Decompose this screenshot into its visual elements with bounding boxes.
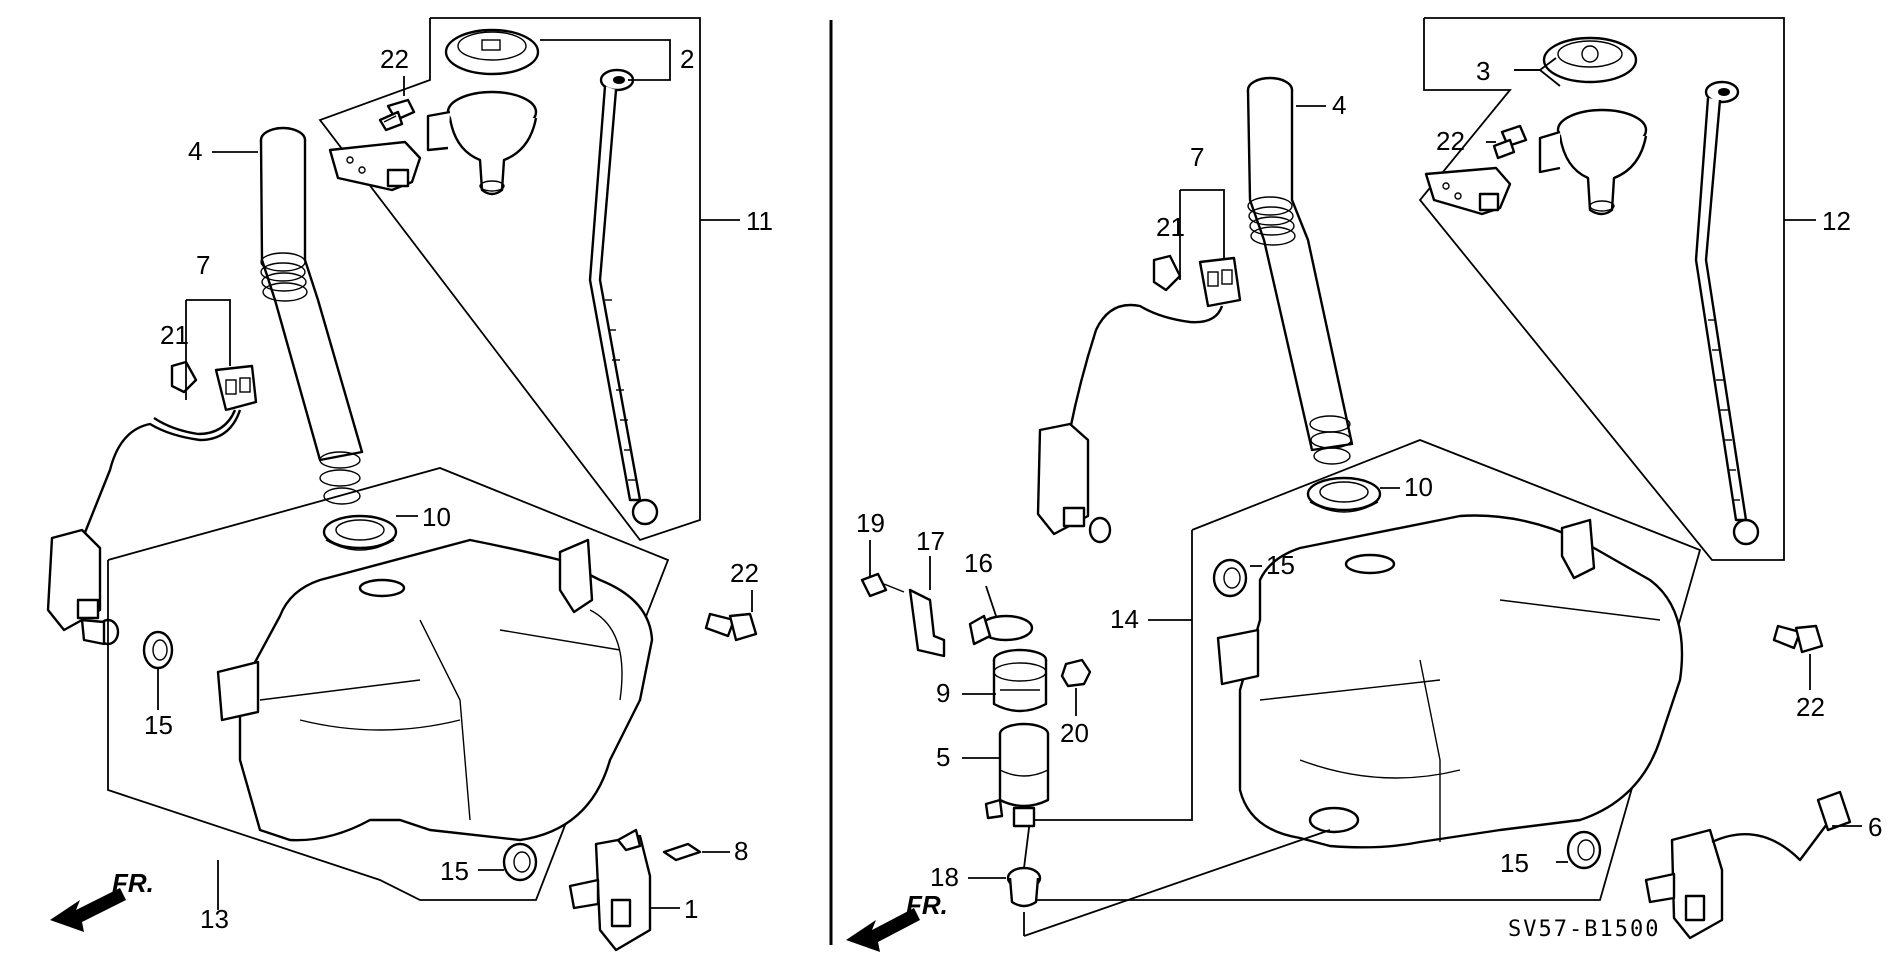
left-label-15-left: 15 — [144, 710, 173, 740]
right-bolt-19 — [860, 572, 905, 598]
left-cap — [444, 28, 540, 76]
right-label-18: 18 — [930, 862, 959, 892]
right-label-17: 17 — [916, 526, 945, 556]
right-clamp-16 — [968, 614, 1034, 646]
left-label-11: 11 — [746, 206, 773, 236]
right-bracket-plate — [1424, 166, 1512, 216]
left-dipstick — [588, 68, 659, 526]
left-label-15-bottom: 15 — [440, 856, 469, 886]
right-label-9: 9 — [936, 678, 950, 708]
left-label-7: 7 — [196, 250, 210, 280]
right-fr-arrow-icon: FR. — [846, 890, 948, 952]
right-filter-9 — [992, 648, 1048, 713]
right-grommet-18 — [1006, 866, 1042, 908]
right-label-22-top: 22 — [1436, 126, 1465, 156]
left-label-2: 2 — [680, 44, 694, 74]
left-fr-arrow-icon: FR. — [50, 868, 154, 932]
left-filler-pipe — [259, 126, 364, 505]
left-label-10: 10 — [422, 502, 451, 532]
right-bracket-17 — [908, 588, 946, 658]
right-bolt-right — [1772, 624, 1824, 654]
right-pump-side — [1036, 422, 1112, 544]
right-nut-20 — [1060, 658, 1092, 688]
right-label-10: 10 — [1404, 472, 1433, 502]
left-label-8: 8 — [734, 836, 748, 866]
left-label-22-top: 22 — [380, 44, 409, 74]
right-reservoir-tank — [1216, 514, 1684, 849]
right-label-22-right: 22 — [1796, 692, 1825, 722]
left-fr-label: FR. — [112, 868, 154, 898]
left-filler-funnel — [426, 90, 538, 196]
right-fr-label: FR. — [906, 890, 948, 920]
right-label-3: 3 — [1476, 56, 1490, 86]
right-label-19: 19 — [856, 508, 885, 538]
right-connector — [1152, 254, 1242, 308]
left-connector — [170, 360, 258, 412]
left-grommet-15b — [502, 842, 538, 882]
right-assembly: FR. SV57-B1500 3 4 22 12 7 21 10 — [846, 17, 1882, 952]
right-dipstick — [1694, 80, 1760, 546]
left-label-13: 13 — [200, 904, 229, 934]
right-label-15-lower: 15 — [1500, 848, 1529, 878]
right-label-16: 16 — [964, 548, 993, 578]
left-bracket-plate — [328, 140, 422, 192]
left-reservoir-tank — [216, 538, 654, 842]
right-label-12: 12 — [1822, 206, 1851, 236]
right-grommet-15b — [1566, 830, 1602, 870]
right-label-6: 6 — [1868, 812, 1882, 842]
left-clip-8 — [662, 842, 702, 862]
left-grommet-10 — [322, 514, 398, 551]
right-label-15-upper: 15 — [1266, 550, 1295, 580]
left-label-21: 21 — [160, 320, 189, 350]
right-label-20: 20 — [1060, 718, 1089, 748]
right-filler-pipe — [1246, 76, 1354, 465]
right-label-4: 4 — [1332, 90, 1346, 120]
right-cap — [1542, 36, 1638, 84]
right-label-7: 7 — [1190, 142, 1204, 172]
left-pump-1 — [568, 828, 652, 952]
right-grommet-15a — [1212, 558, 1248, 598]
right-motor-5 — [984, 722, 1050, 828]
right-grommet-10 — [1306, 476, 1382, 513]
right-pump-6 — [1644, 790, 1852, 940]
left-label-22-right: 22 — [730, 558, 759, 588]
right-filler-funnel — [1538, 108, 1648, 216]
right-label-14: 14 — [1110, 604, 1139, 634]
right-bolt-top — [1492, 124, 1528, 160]
left-assembly: FR. 4 22 2 11 7 21 10 22 15 15 8 1 13 — [46, 17, 773, 952]
left-grommet-15a — [142, 630, 174, 670]
left-bolt-right — [704, 612, 758, 642]
right-label-21: 21 — [1156, 212, 1185, 242]
right-label-5: 5 — [936, 742, 950, 772]
left-bolt-top — [378, 98, 416, 132]
drawing-code: SV57-B1500 — [1508, 917, 1660, 942]
left-label-4: 4 — [188, 136, 202, 166]
left-label-1: 1 — [684, 894, 698, 924]
